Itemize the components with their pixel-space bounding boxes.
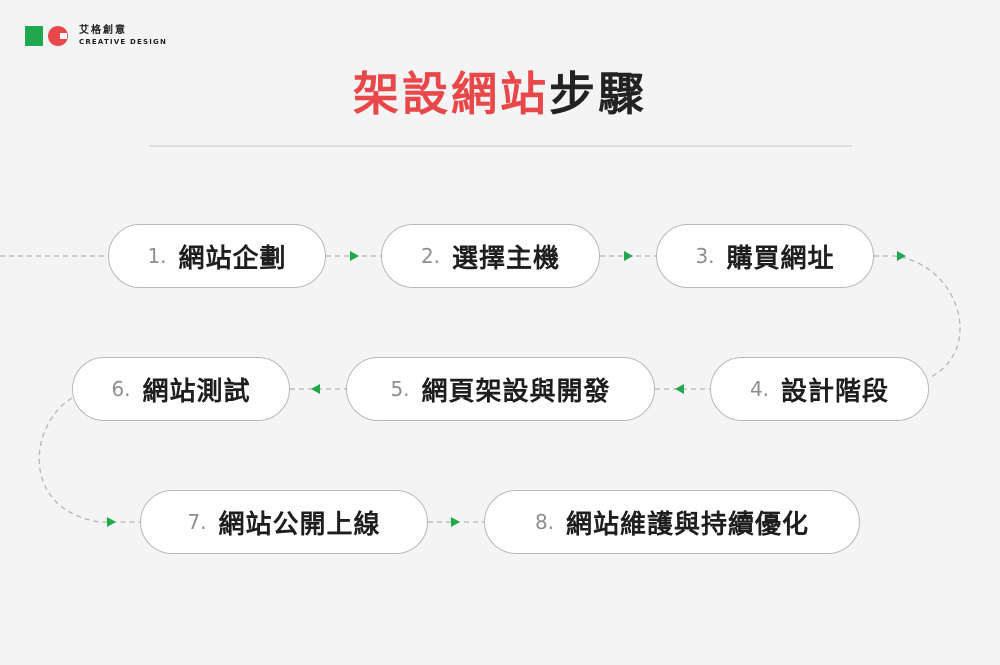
arrow-5-6-icon [311, 384, 320, 394]
step-label: 設計階段 [781, 376, 890, 407]
arrow-7-8-icon [451, 517, 460, 527]
step-label: 網站測試 [142, 376, 251, 407]
step-1: 1. 網站企劃 [108, 224, 326, 288]
connector-6-7 [38, 397, 140, 523]
step-number: 2. [420, 244, 441, 268]
step-label: 選擇主機 [452, 243, 561, 274]
step-number: 7. [187, 510, 207, 534]
arrow-3-4-icon [897, 251, 906, 261]
title-rest: 步驟 [549, 67, 647, 121]
step-number: 5. [390, 377, 410, 401]
step-label: 網站企劃 [178, 243, 287, 274]
arrow-4-5-icon [675, 384, 684, 394]
step-number: 4. [749, 377, 770, 401]
step-label: 購買網址 [726, 243, 835, 274]
step-number: 8. [534, 510, 555, 534]
step-8: 8. 網站維護與持續優化 [484, 490, 860, 554]
arrow-6-7-icon [107, 517, 116, 527]
step-5: 5. 網頁架設與開發 [346, 357, 655, 421]
brand-logo: 艾格創意 CREATIVE DESIGN [25, 26, 167, 46]
title-highlight: 架設網站 [353, 67, 549, 121]
step-label: 網站維護與持續優化 [566, 509, 810, 540]
step-number: 1. [147, 244, 167, 268]
step-2: 2. 選擇主機 [381, 224, 600, 288]
connector-3-4 [874, 255, 961, 379]
logo-mark-icon [25, 26, 69, 46]
step-number: 6. [111, 377, 131, 401]
arrow-1-2-icon [350, 251, 359, 261]
step-label: 網頁架設與開發 [421, 376, 611, 407]
title-divider [149, 145, 852, 147]
step-label: 網站公開上線 [218, 509, 381, 540]
logo-name-en: CREATIVE DESIGN [79, 38, 168, 46]
step-number: 3. [695, 244, 715, 268]
step-4: 4. 設計階段 [710, 357, 929, 421]
step-7: 7. 網站公開上線 [140, 490, 428, 554]
logo-name-cn: 艾格創意 [79, 25, 127, 36]
step-3: 3. 購買網址 [656, 224, 874, 288]
step-6: 6. 網站測試 [72, 357, 290, 421]
arrow-2-3-icon [624, 251, 633, 261]
page-title: 架設網站步驟 [0, 64, 1000, 124]
